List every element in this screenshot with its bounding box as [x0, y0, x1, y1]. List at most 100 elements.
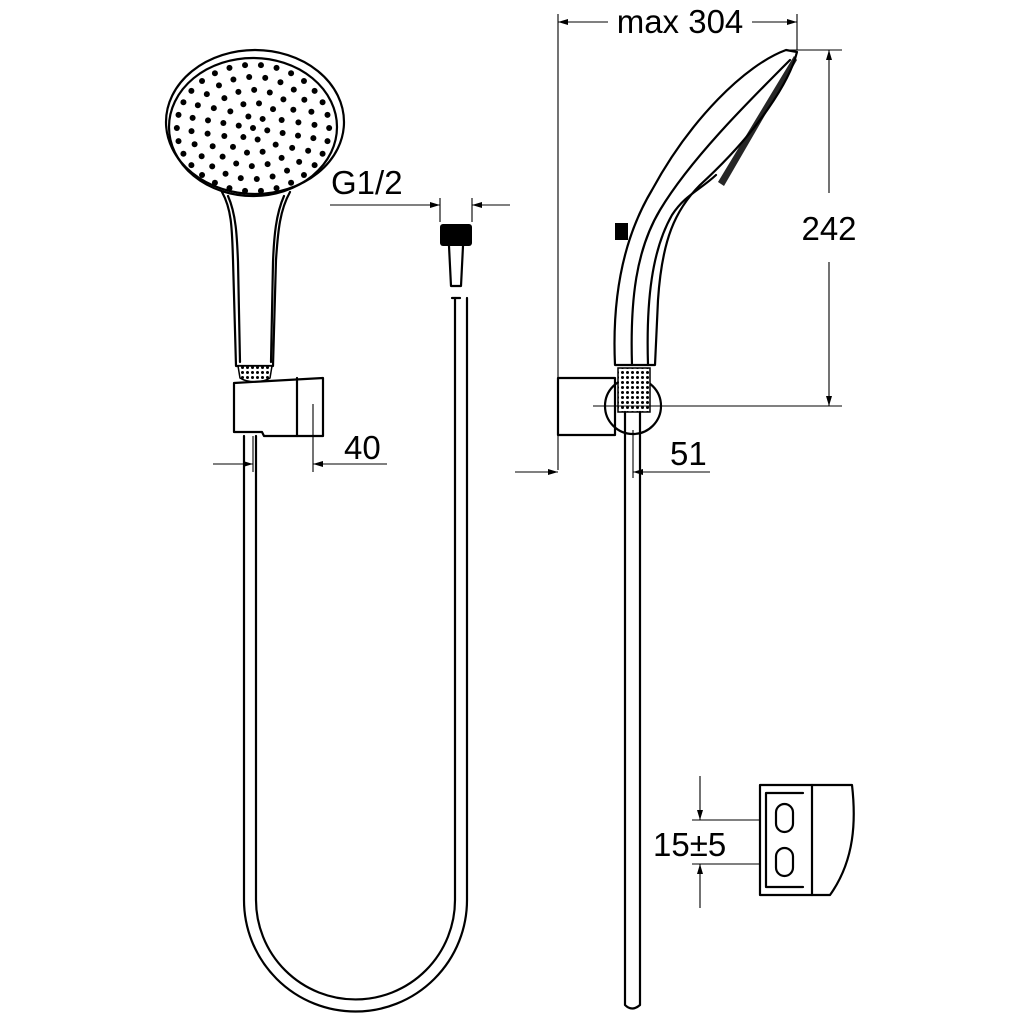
nozzle-dot [319, 99, 326, 106]
nozzle-dot [277, 79, 284, 86]
nozzle-dot [194, 102, 201, 109]
nozzle-dot [256, 100, 263, 107]
nozzle-dot [324, 111, 331, 118]
nozzle-dot [189, 114, 196, 121]
shower-hose [242, 224, 472, 1013]
nozzle-dot [230, 76, 237, 83]
nozzle-dot [300, 78, 307, 85]
nozzle-dot [242, 62, 249, 69]
nozzle-dot [326, 125, 333, 131]
nozzle-dot [219, 153, 226, 160]
nozzle-dot [188, 87, 195, 94]
nozzle-dot [278, 154, 285, 161]
nozzle-dot [235, 122, 242, 129]
dimension-max304: max 304 [557, 3, 798, 470]
dimension-40: 40 [213, 404, 387, 472]
nozzle-dot [305, 147, 312, 154]
nozzle-dot [269, 173, 276, 180]
nozzle-dot [209, 143, 216, 150]
nozzle-dot [240, 101, 247, 108]
nozzle-dot [301, 96, 308, 103]
spray-nozzles [173, 62, 333, 194]
nozzle-dot [295, 119, 302, 126]
nozzle-dot [310, 135, 317, 142]
nozzle-dot [191, 141, 198, 148]
nozzle-dot [319, 150, 326, 157]
shower-face [167, 56, 339, 198]
nozzle-dot [221, 132, 228, 139]
nozzle-dot [209, 163, 216, 170]
side-nut [617, 367, 651, 413]
nozzle-dot [259, 148, 266, 155]
dim-label-51: 51 [670, 435, 707, 472]
wall-bracket [232, 376, 325, 438]
nozzle-dot [324, 138, 331, 145]
nozzle-dot [222, 170, 229, 177]
shower-head-rim [164, 48, 346, 196]
hand-shower-front-view [164, 48, 346, 438]
spray-face-side [718, 56, 797, 186]
nozzle-dot [173, 125, 180, 131]
nozzle-dot [272, 141, 279, 148]
nozzle-dot [180, 99, 187, 106]
nozzle-dot [188, 162, 195, 169]
nozzle-dot [229, 143, 236, 150]
dim-label-g12: G1/2 [331, 164, 403, 201]
nozzle-dot [226, 64, 233, 71]
nozzle-dot [243, 149, 250, 156]
nozzle-dot [290, 106, 297, 113]
nozzle-dot [199, 78, 206, 85]
nozzle-dot [198, 153, 205, 160]
hose-nut [440, 224, 472, 246]
nozzle-dot [251, 86, 258, 93]
nozzle-dot [235, 88, 242, 95]
nozzle-dot [311, 162, 318, 169]
nozzle-dot [233, 160, 240, 167]
nozzle-dot [288, 70, 295, 77]
dimension-g12: G1/2 [330, 164, 510, 222]
nozzle-dot [221, 95, 228, 102]
nozzle-dot [215, 82, 222, 89]
nozzle-dot [311, 87, 318, 94]
nozzle-dot [259, 115, 266, 122]
nozzle-dot [288, 179, 295, 186]
nozzle-dot [220, 120, 227, 127]
dim-label-max304: max 304 [617, 3, 744, 40]
dimension-51: 51 [515, 430, 710, 478]
nozzle-dot [273, 185, 280, 192]
nozzle-dot [290, 86, 297, 93]
nozzle-dot [203, 91, 210, 98]
nozzle-dot [211, 70, 218, 77]
nozzle-dot [295, 132, 302, 139]
nozzle-dot [250, 125, 256, 131]
nozzle-dot [237, 175, 244, 182]
nozzle-dot [296, 158, 303, 165]
bracket-detail: 15±5 [653, 776, 855, 908]
handle [220, 190, 292, 368]
nozzle-dot [270, 106, 277, 113]
nozzle-dot [227, 108, 234, 115]
swivel-nut [237, 365, 273, 383]
nozzle-dot [257, 187, 264, 194]
nozzle-dot [204, 130, 211, 137]
nozzle-dot [284, 167, 291, 174]
nozzle-dot [240, 134, 247, 141]
nozzle-dot [254, 136, 261, 143]
nozzle-dot [210, 105, 217, 112]
nozzle-dot [262, 74, 269, 81]
nozzle-dot [180, 150, 187, 157]
nozzle-dot [280, 96, 287, 103]
nozzle-dot [257, 62, 264, 69]
nozzle-dot [308, 108, 315, 115]
side-profile [613, 48, 799, 367]
nozzle-dot [264, 161, 271, 168]
nozzle-dot [289, 144, 296, 151]
nozzle-dot [175, 138, 182, 145]
nozzle-dot [175, 111, 182, 118]
nozzle-dot [279, 129, 286, 136]
nozzle-dot [248, 163, 255, 170]
nozzle-dot [245, 113, 252, 120]
nozzle-dot [253, 176, 260, 183]
